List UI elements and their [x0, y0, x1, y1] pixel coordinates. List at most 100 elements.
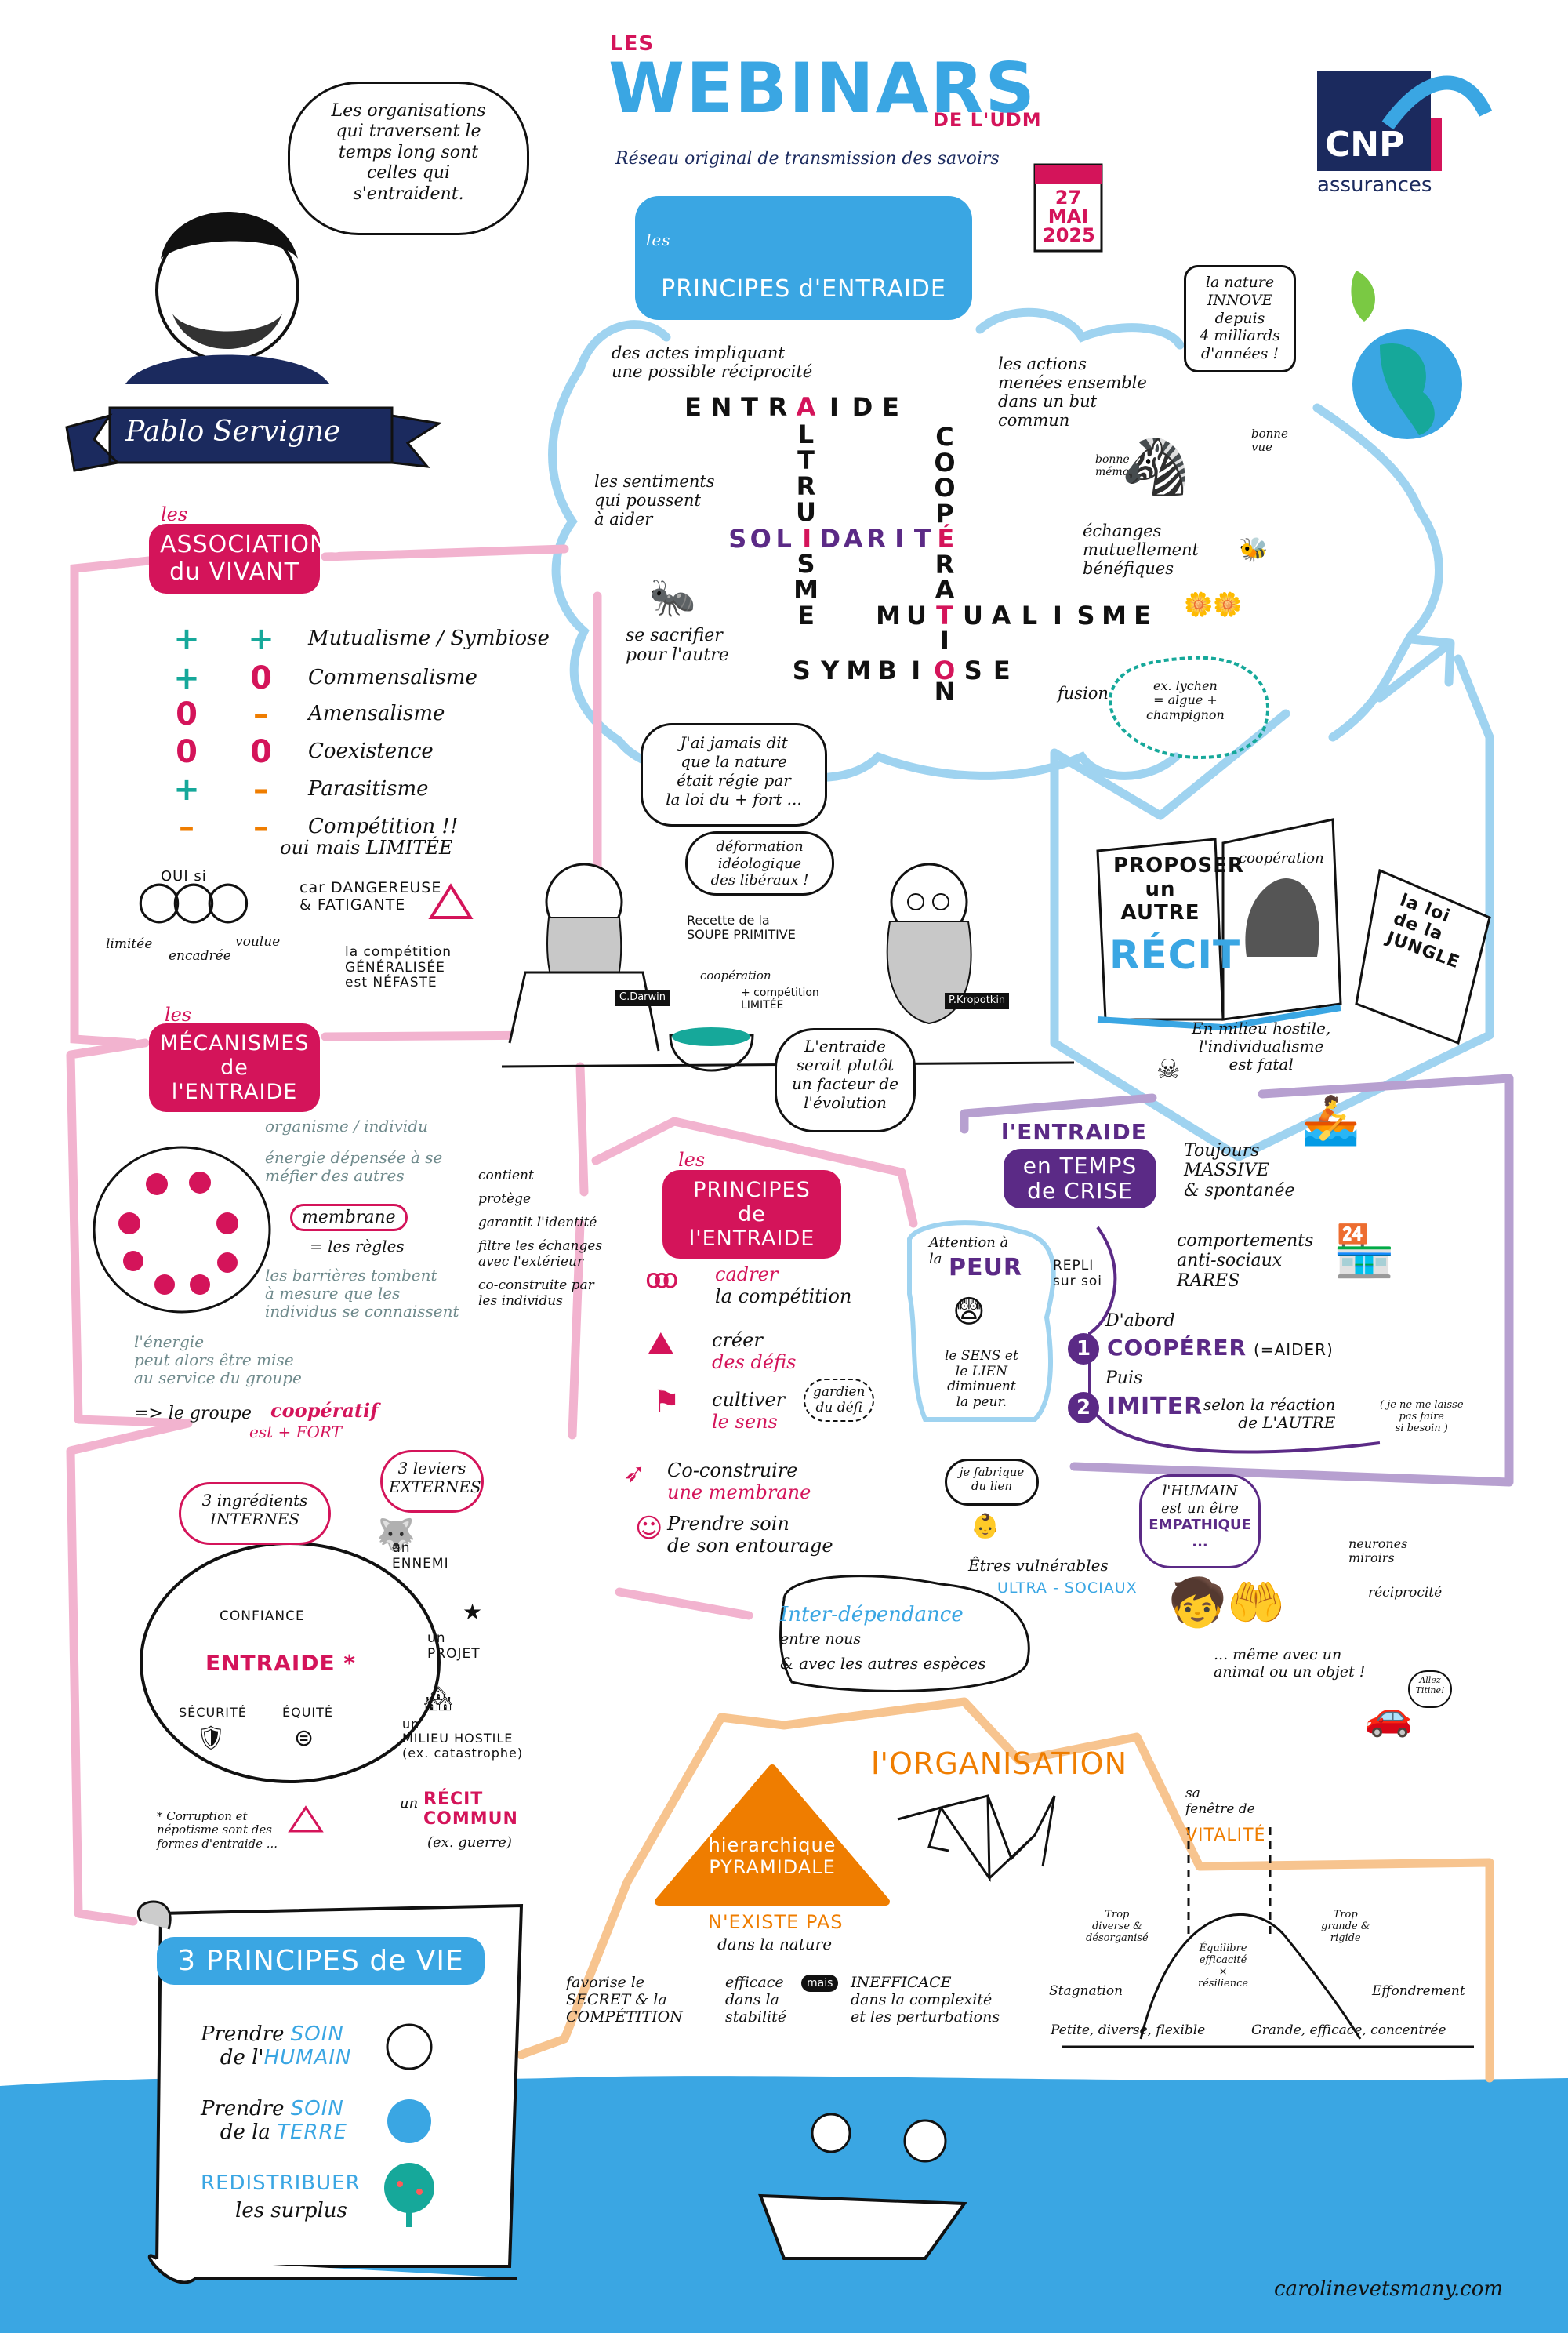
darwin-tag: C.Darwin: [615, 990, 670, 1006]
fenetre-label: sa fenêtre de: [1185, 1786, 1255, 1817]
letter: M: [1102, 601, 1127, 630]
vie-surplus: les surplus: [235, 2199, 347, 2222]
soup: [672, 1027, 750, 1046]
letter: A: [935, 575, 955, 605]
energie-label: énergie dépensée à se méfier des autres: [265, 1148, 443, 1185]
membrane-role: garantit l'identité: [478, 1215, 597, 1230]
speaker-name: Pablo Servigne: [125, 416, 341, 448]
autres-label: & avec les autres espèces: [780, 1654, 986, 1673]
interaction-sign: 0: [250, 734, 272, 770]
neurones-label: neurones miroirs: [1348, 1536, 1408, 1566]
letter: N: [710, 392, 732, 422]
vie-title: 3 PRINCIPES de VIE: [157, 1937, 485, 1986]
letter: I: [911, 656, 921, 685]
externes-pill: 3 leviers EXTERNES: [380, 1450, 484, 1513]
interaction-sign: 0: [176, 734, 198, 770]
letter: A: [991, 601, 1011, 630]
antisociaux-note: comportements anti-sociaux RARES: [1177, 1231, 1314, 1291]
vie-2-post-hl: TERRE: [277, 2120, 348, 2144]
mountain-icon: ⛰: [648, 1325, 674, 1361]
step2-rest: selon la réaction de L'AUTRE: [1203, 1395, 1336, 1432]
letter: E: [993, 656, 1011, 685]
recette-title: Recette de la SOUPE PRIMITIVE: [687, 913, 796, 943]
membrane-role: co-construite par les individus: [478, 1277, 594, 1309]
lien-bubble: je fabrique du lien: [945, 1459, 1039, 1506]
title-main: PRINCIPES d'ENTRAIDE: [661, 275, 946, 303]
association-name: Parasitisme: [308, 777, 429, 801]
interaction-sign: 0: [176, 696, 198, 732]
vitality-curve: [1062, 1913, 1474, 2048]
houses-icon: 🏘: [423, 1685, 454, 1713]
membrane-role: filtre les échanges avec l'extérieur: [478, 1238, 603, 1270]
principe-2-hl: des défis: [712, 1350, 797, 1373]
peur-pre: Attention à la: [929, 1234, 1009, 1267]
effondrement-label: Effondrement: [1372, 1983, 1465, 1999]
jungle-paper: [1355, 868, 1491, 1045]
pyramid: [655, 1764, 890, 1906]
equal-icon: ⊜: [294, 1724, 314, 1752]
logo-name: CNP: [1325, 125, 1405, 165]
header-webinars: WEBINARS: [608, 48, 1036, 129]
grande-label: Grande, efficace, concentrée: [1251, 2022, 1446, 2038]
equite-label: ÉQUITÉ: [282, 1705, 334, 1720]
mais-pill: mais: [801, 1975, 839, 1993]
letter: L: [797, 420, 815, 449]
mecanismes-title: MÉCANISMES de l'ENTRAIDE: [149, 1023, 320, 1113]
bulb-leaf: [1351, 271, 1375, 322]
associations-frame: [70, 544, 602, 1048]
note-altruisme: se sacrifier pour l'autre: [626, 626, 729, 666]
association-name: Commensalisme: [308, 666, 477, 689]
flowers-icon: 🌼🌼: [1184, 591, 1243, 619]
word-altruisme: ALTRUISME: [792, 396, 820, 629]
fort-label: est + FORT: [249, 1423, 342, 1441]
letter: L: [1021, 601, 1038, 630]
header-de-udm: DE L'UDM: [933, 109, 1042, 131]
book: [1096, 818, 1342, 1031]
pyramide-label: hierarchique PYRAMIDALE: [708, 1834, 837, 1878]
principe-1-hl: cadrer: [715, 1263, 779, 1285]
milieu-label: un MILIEU HOSTILE (ex. catastrophe): [402, 1717, 524, 1761]
letter: S: [792, 656, 811, 685]
rings-pink-icon: ooo: [645, 1263, 679, 1295]
warning-triangle: [288, 883, 474, 1833]
vie-1-post: de l': [220, 2045, 264, 2070]
efficace-label: efficace dans la stabilité: [725, 1974, 786, 2026]
associations-title: ASSOCIATIONS du VIVANT: [149, 524, 343, 594]
oui-si: OUI si: [161, 868, 207, 885]
letter: R: [768, 392, 788, 422]
step1-note: (=AIDER): [1253, 1340, 1334, 1359]
petite-label: Petite, diverse, flexible: [1051, 2022, 1206, 2038]
letter: A: [796, 392, 816, 422]
star-icon: ★: [463, 1599, 483, 1625]
letter: S: [964, 656, 982, 685]
letter: I: [940, 626, 949, 656]
secret-label: favorise le SECRET & la COMPÉTITION: [566, 1974, 683, 2026]
letter: O: [750, 524, 771, 554]
interaction-sign: +: [248, 621, 274, 657]
vitalite-label: VITALITÉ: [1185, 1826, 1266, 1845]
letter: U: [796, 497, 816, 527]
face-icon: [386, 2023, 433, 2070]
letter: D: [851, 392, 873, 422]
letter: I: [1053, 601, 1062, 630]
letter: Y: [821, 656, 840, 685]
speaker-quote: Les organisations qui traversent le temp…: [288, 82, 529, 235]
crise-connector: [1088, 1226, 1381, 1454]
darwin-bubble: J'ai jamais dit que la nature était régi…: [641, 723, 827, 827]
letter: M: [876, 601, 901, 630]
title-box: les PRINCIPES d'ENTRAIDE le vivant nous …: [635, 196, 972, 376]
ant-icon: 🐜: [649, 576, 696, 620]
stagnation-label: Stagnation: [1049, 1983, 1123, 1999]
shield-icon: 🛡: [196, 1724, 227, 1752]
letter: T: [936, 601, 953, 630]
cond-encadree: encadrée: [169, 948, 231, 964]
